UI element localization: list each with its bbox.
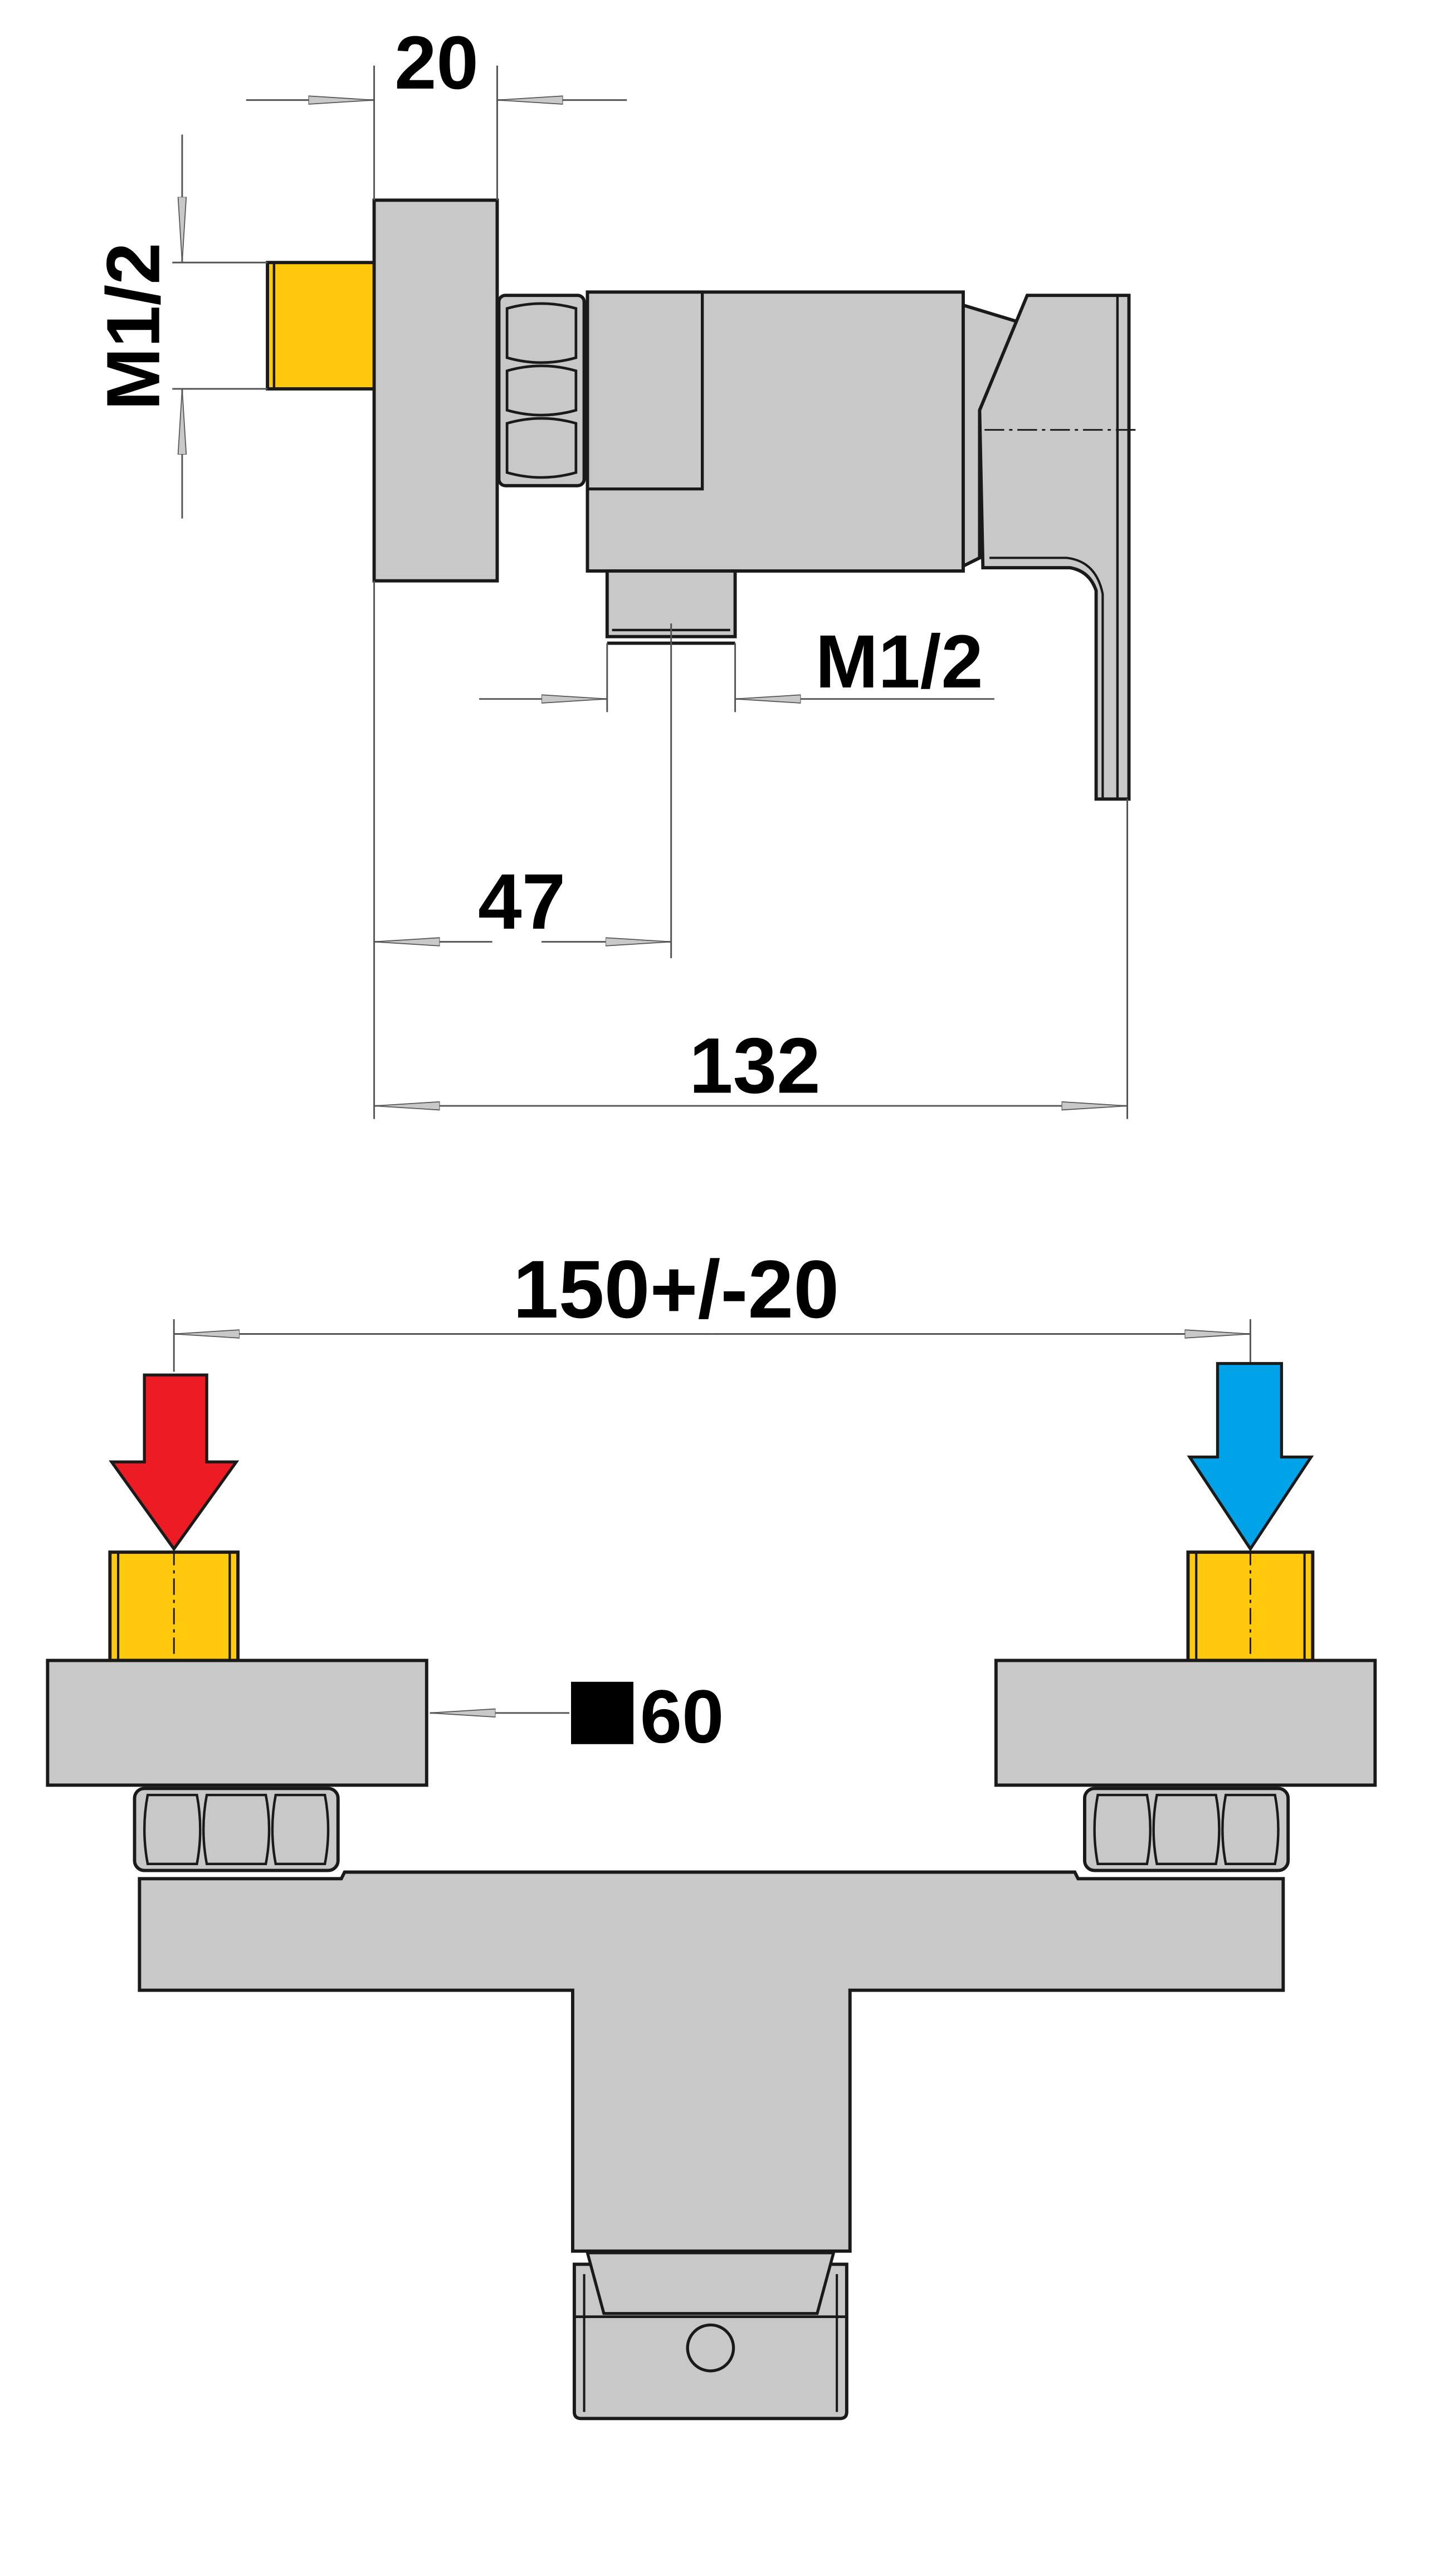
- hex-nut-right: [1083, 1787, 1290, 1872]
- dim-flange-square: 60: [430, 1674, 724, 1759]
- wall-flange-left: [46, 1658, 428, 1787]
- dim-flange-width: 20: [246, 20, 627, 201]
- inlet-thread-hot: [108, 1549, 240, 1697]
- dim-inlet-thread: M1/2: [91, 134, 268, 519]
- hex-nut-left: [133, 1787, 340, 1872]
- dim-outlet-thread: M1/2: [479, 619, 994, 713]
- wall-flange-right: [994, 1658, 1377, 1787]
- hex-nut: [497, 294, 586, 487]
- wall-flange: [372, 198, 499, 583]
- front-view: 150+/-20 60: [46, 1244, 1377, 2421]
- mixer-body-front: [138, 1870, 1285, 2253]
- side-view: 20 M1/2 M1/2 47: [91, 20, 1136, 1119]
- dim-flange-width-label: 20: [394, 20, 479, 105]
- dim-inlet-spacing-label: 150+/-20: [513, 1244, 839, 1335]
- arrow-down-hot-icon: [109, 1373, 240, 1552]
- dim-total-depth: 132: [374, 799, 1128, 1119]
- dim-inlet-thread-label: M1/2: [91, 243, 175, 411]
- dim-inlet-spacing: 150+/-20: [173, 1244, 1251, 1372]
- dim-total-depth-label: 132: [689, 1022, 821, 1110]
- arrow-down-cold-icon: [1187, 1362, 1314, 1552]
- lever-handle-front: [572, 2251, 848, 2421]
- dim-flange-square-label: 60: [640, 1674, 724, 1759]
- inlet-thread-cold: [1186, 1549, 1315, 1697]
- handle-cap-icon: [686, 2323, 735, 2373]
- dim-outlet-thread-label: M1/2: [816, 619, 983, 704]
- mixer-body: [586, 290, 965, 573]
- body-inner-block: [586, 290, 704, 491]
- lever-handle: [978, 294, 1131, 801]
- dim-outlet-offset-label: 47: [478, 857, 565, 945]
- dim-outlet-offset: 47: [373, 580, 672, 1119]
- square-symbol-icon: [571, 1681, 633, 1744]
- inlet-thread: [266, 261, 378, 391]
